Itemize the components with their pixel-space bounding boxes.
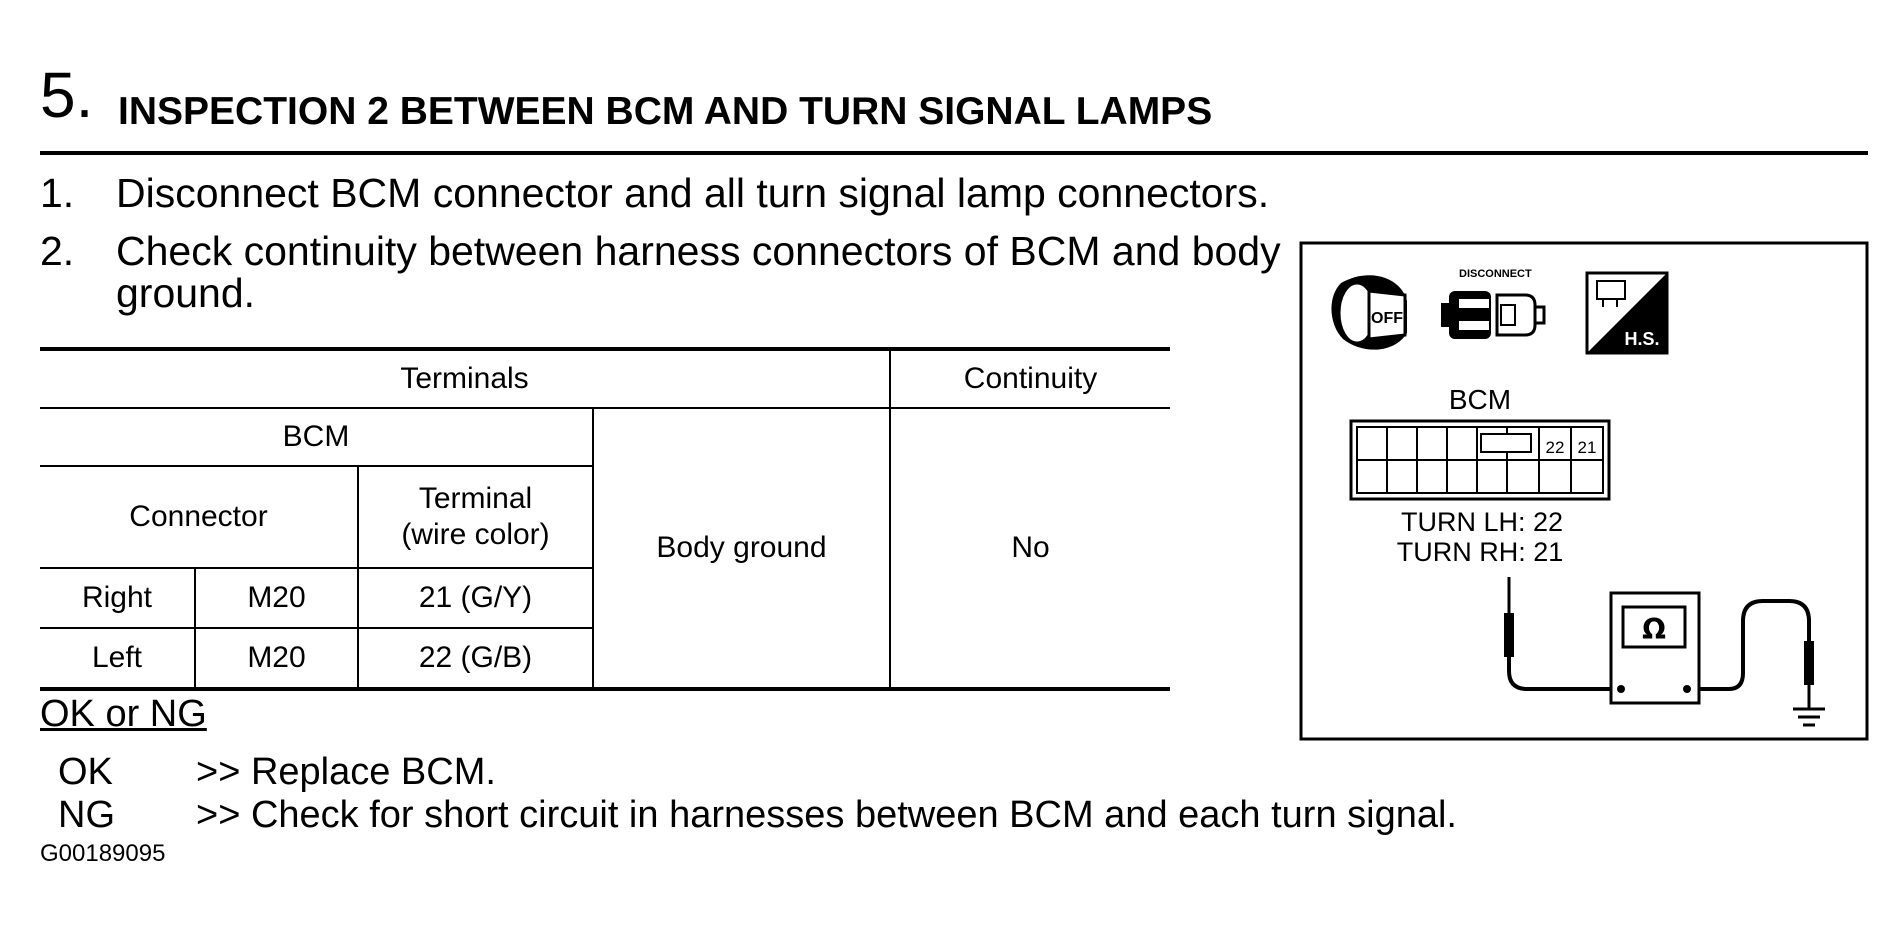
off-text: OFF xyxy=(1371,310,1403,327)
bcm-continuity-diagram: OFF DISCONNECT H.S. BCM 22 21 TU xyxy=(1299,241,1869,741)
continuity-header: Continuity xyxy=(889,349,1170,409)
right-lead xyxy=(1699,599,1814,709)
ng-action: >> Check for short circuit in harnesses … xyxy=(196,794,1457,836)
terminal-header-line2: (wire color) xyxy=(401,518,550,551)
title-divider xyxy=(40,151,1868,155)
diagram-frame xyxy=(1299,241,1869,741)
left-probe xyxy=(1504,577,1617,691)
instruction-1-text: Disconnect BCM connector and all turn si… xyxy=(116,170,1270,216)
connector-header: Connector xyxy=(40,466,358,569)
ok-or-ng-header: OK or NG xyxy=(40,693,207,735)
terminals-header: Terminals xyxy=(40,349,890,409)
figure-code: G00189095 xyxy=(40,840,166,867)
row-connector: M20 xyxy=(194,568,358,629)
continuity-table: Terminals Continuity BCM Body ground No … xyxy=(40,347,1170,691)
turn-rh-label: TURN RH: 21 xyxy=(1397,537,1564,567)
row-side: Right xyxy=(40,568,195,629)
continuity-value: No xyxy=(889,408,1170,689)
harness-side-icon: H.S. xyxy=(1585,271,1669,355)
pin-22-label: 22 xyxy=(1546,438,1565,457)
terminal-header: Terminal (wire color) xyxy=(357,466,593,569)
body-ground-cell: Body ground xyxy=(592,408,890,689)
table-row: Left M20 22 (G/B) xyxy=(40,628,1170,689)
bcm-header: BCM xyxy=(40,408,593,467)
ignition-off-icon: OFF xyxy=(1331,275,1407,350)
step-number: 5. xyxy=(40,59,94,131)
row-terminal: 21 (G/Y) xyxy=(357,568,593,629)
row-terminal: 22 (G/B) xyxy=(357,628,593,689)
hs-text: H.S. xyxy=(1624,329,1659,349)
terminal-header-line1: Terminal xyxy=(418,482,533,515)
page-title: INSPECTION 2 BETWEEN BCM AND TURN SIGNAL… xyxy=(118,90,1213,133)
turn-lh-label: TURN LH: 22 xyxy=(1401,507,1563,537)
disconnect-text: DISCONNECT xyxy=(1459,268,1532,280)
row-connector: M20 xyxy=(194,628,358,689)
ohmmeter-icon: Ω xyxy=(1609,591,1701,705)
ohm-symbol: Ω xyxy=(1642,613,1666,646)
instruction-1-number: 1. xyxy=(40,170,75,216)
instruction-2-number: 2. xyxy=(40,228,75,274)
ground-icon xyxy=(1793,707,1825,727)
table-row: Right M20 21 (G/Y) xyxy=(40,568,1170,629)
ok-label: OK xyxy=(58,751,113,793)
bcm-connector: 22 21 xyxy=(1349,419,1611,501)
instruction-2-text-cont: ground. xyxy=(116,270,256,316)
bcm-label: BCM xyxy=(1449,384,1511,415)
pin-21-label: 21 xyxy=(1578,438,1597,457)
ng-label: NG xyxy=(58,794,115,836)
disconnect-connector-icon: DISCONNECT xyxy=(1441,268,1546,339)
ok-action: >> Replace BCM. xyxy=(196,751,496,793)
instruction-2-text: Check continuity between harness connect… xyxy=(116,228,1281,274)
row-side: Left xyxy=(91,641,143,674)
